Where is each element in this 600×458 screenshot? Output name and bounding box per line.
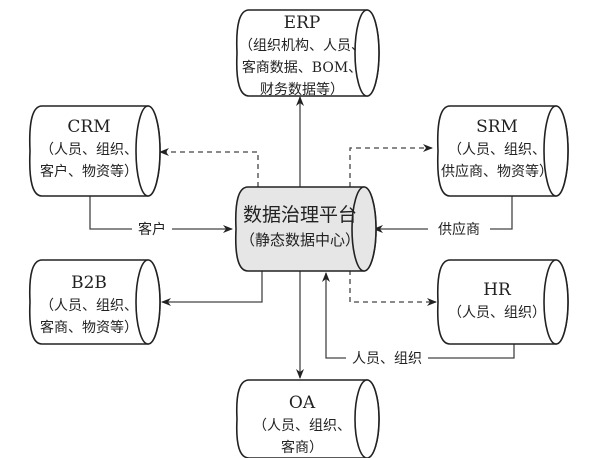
node-oa: OA （人员、组织、客商） — [235, 379, 380, 458]
node-title: SRM — [476, 117, 518, 137]
edge-srm-to-center — [490, 196, 513, 230]
node-detail-line: 客商、物资等） — [40, 319, 138, 336]
node-title: HR — [483, 280, 512, 300]
edge-center-to-srm — [349, 144, 433, 187]
node-b2b: B2B （人员、组织、客商、物资等） — [28, 259, 161, 345]
edge-label-supplier: 供应商 — [438, 221, 480, 238]
node-detail-line: 财务数据等） — [260, 81, 344, 98]
node-title: ERP — [284, 13, 321, 33]
node-detail-line: （人员、组织、 — [448, 142, 546, 158]
cylinder-end — [351, 186, 377, 272]
node-center: 数据治理平台 （静态数据中心） — [234, 186, 377, 272]
node-detail-line: 供应商、物资等） — [441, 163, 553, 180]
cylinder-end — [543, 259, 569, 345]
cylinder-end — [135, 259, 161, 345]
node-title: OA — [289, 393, 316, 413]
node-erp: ERP （组织机构、人员、客商数据、BOM、财务数据等） — [235, 9, 380, 98]
node-detail-line: 客商） — [281, 439, 323, 456]
cylinder-end — [135, 105, 161, 197]
cylinder-end — [543, 105, 569, 197]
node-hr: HR （人员、组织） — [436, 259, 569, 345]
node-title: CRM — [67, 117, 110, 137]
edge-crm-to-center — [89, 196, 132, 230]
cylinder-end — [354, 9, 380, 97]
node-crm: CRM （人员、组织、客户、物资等） — [28, 105, 161, 197]
node-title: B2B — [71, 273, 107, 293]
edge-hr-to-center — [428, 343, 515, 359]
edge-label-personnel-org: 人员、组织 — [352, 351, 422, 367]
edge-center-to-b2b — [161, 270, 263, 306]
node-detail-line: （人员、组织、 — [40, 142, 138, 158]
node-srm: SRM （人员、组织、供应商、物资等） — [436, 105, 569, 197]
node-detail-line: （人员、组织、 — [40, 298, 138, 314]
node-detail-line: （人员、组织） — [448, 305, 546, 321]
node-detail-line: 客户、物资等） — [40, 163, 138, 180]
node-detail-line: 客商数据、BOM、 — [242, 59, 362, 76]
node-detail-line: （静态数据中心） — [240, 231, 360, 249]
edge-center-to-crm — [159, 148, 259, 187]
node-title: 数据治理平台 — [243, 204, 357, 226]
edge-label-customer: 客户 — [138, 221, 166, 238]
edge-center-to-hr — [349, 270, 437, 306]
node-detail-line: （组织机构、人员、 — [239, 38, 365, 54]
cylinder-end — [354, 379, 380, 458]
node-detail-line: （人员、组织、 — [253, 418, 351, 434]
